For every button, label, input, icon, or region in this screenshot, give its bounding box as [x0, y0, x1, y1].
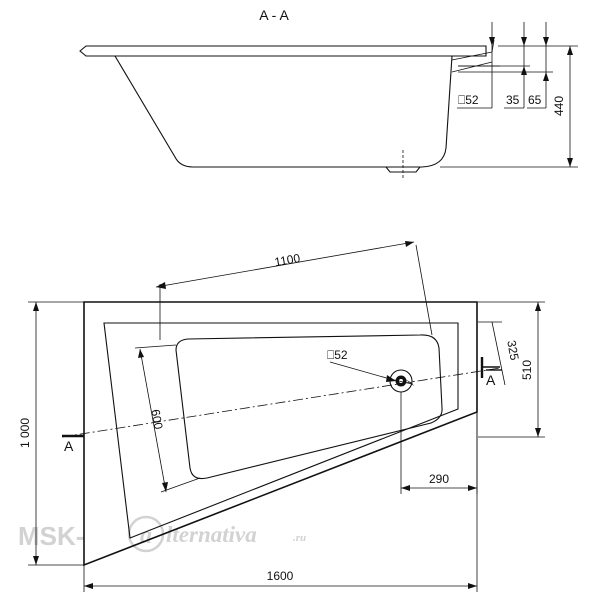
- watermark-logo-letter: a: [140, 523, 152, 549]
- plan-arrow-1000-bottom: [33, 556, 39, 565]
- plan-dim-290: 290: [429, 472, 449, 486]
- plan-arrow-1100-right: [405, 241, 414, 247]
- plan-dim-600: 600: [148, 408, 165, 430]
- plan-arrow-1000-top: [33, 302, 39, 311]
- section-arrow-440-bottom: [567, 158, 573, 167]
- plan-arrow-510-top: [535, 302, 541, 311]
- section-view: A - A ⎕52 35 65 4: [79, 7, 578, 178]
- plan-dim-drain: ⎕52: [327, 348, 348, 362]
- plan-ext-1100-right: [415, 244, 433, 336]
- section-arrow-35-bottom: [521, 66, 527, 75]
- section-dim-35: 35: [506, 93, 520, 107]
- section-dim-65: 65: [528, 93, 542, 107]
- section-rim: [79, 45, 487, 57]
- plan-dim-1100: 1100: [273, 251, 301, 269]
- watermark-suffix-text: .ru: [293, 532, 306, 544]
- plan-drain-leader: [329, 361, 391, 380]
- plan-drain-arrow-left: [386, 375, 396, 382]
- plan-dim-325: 325: [504, 339, 521, 361]
- watermark-right-text: lternativa: [166, 522, 257, 547]
- section-arrow-65-top: [543, 37, 549, 46]
- plan-arrow-510-bottom: [535, 428, 541, 437]
- plan-arrow-1100-left: [156, 282, 166, 289]
- section-tub-body: [114, 55, 453, 168]
- plan-dim-line-1100: [155, 241, 415, 288]
- plan-arrow-1600-right: [468, 583, 477, 589]
- plan-section-line: [61, 367, 501, 438]
- section-overflow-pipe: [451, 39, 500, 73]
- plan-dim-line-600: [139, 348, 167, 493]
- section-dim-440: 440: [552, 96, 566, 116]
- plan-arrow-290-left: [401, 485, 410, 491]
- section-arrow-52: [489, 37, 495, 46]
- plan-arrow-290-right: [468, 485, 477, 491]
- section-arrow-65-bottom: [543, 72, 549, 81]
- plan-ext-600-bottom: [160, 477, 201, 493]
- plan-arrow-600-bottom: [162, 482, 168, 492]
- section-dim-52: ⎕52: [458, 93, 479, 107]
- plan-section-mark-right: A: [486, 372, 496, 388]
- plan-section-mark-left: A: [64, 438, 74, 454]
- section-title: A - A: [259, 7, 289, 23]
- plan-inner-rim: [103, 322, 459, 539]
- plan-basin: [175, 334, 443, 480]
- section-arrow-35-top: [521, 37, 527, 46]
- plan-dim-510: 510: [520, 360, 534, 380]
- plan-dim-1000: 1 000: [18, 418, 32, 448]
- plan-arrow-1600-left: [84, 583, 93, 589]
- section-arrow-440-top: [567, 46, 573, 55]
- plan-dim-line-325: [491, 321, 506, 386]
- plan-dim-1600: 1600: [267, 569, 294, 583]
- plan-ext-600-top: [134, 344, 177, 349]
- watermark-left-text: MSK-: [18, 521, 84, 551]
- plan-view: ⎕52 A A 1100 600 325 510: [18, 241, 545, 592]
- plan-arrow-600-top: [138, 349, 144, 358]
